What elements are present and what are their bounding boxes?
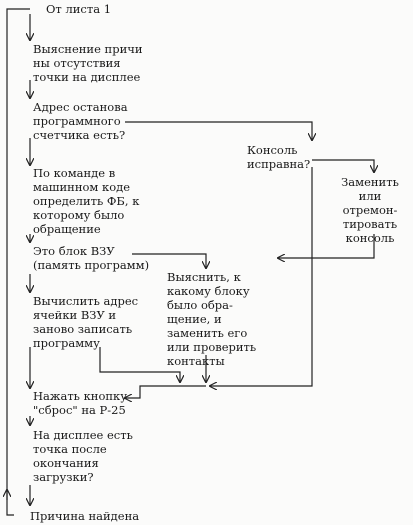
connector-console-down: [210, 167, 313, 386]
end-label: Причина найдена: [30, 509, 140, 523]
connector-join-step6: [125, 385, 206, 398]
node-find-cause: Выяснение причи ны отсутствия точки на д…: [33, 42, 143, 84]
start-label: От листа 1: [46, 2, 112, 16]
node-press-reset: Нажать кнопку "сброс" на Р-25: [33, 389, 127, 417]
connector-step2-console: [125, 121, 312, 140]
connector-replace-return: [278, 234, 375, 258]
node-display-check: На дисплее есть точка после окончания за…: [33, 428, 133, 484]
node-address-check: Адрес останова программного счетчика ест…: [33, 100, 128, 142]
node-console-ok: Консоль исправна?: [247, 143, 311, 171]
loop-back-connector: [6, 8, 30, 516]
connector-console-replace: [312, 159, 374, 172]
node-compute-address: Вычислить адрес ячейки ВЗУ и заново запи…: [33, 294, 139, 350]
node-vzu-check: Это блок ВЗУ (память программ): [33, 244, 150, 272]
connector-step4-findblock: [132, 253, 206, 268]
node-find-block: Выяснить, к какому блоку было обра- щени…: [167, 270, 257, 368]
node-replace-console: Заменить или отремон- тировать консоль: [341, 175, 399, 245]
connector-step5-join: [99, 347, 180, 382]
node-determine-fb: По команде в машинном коде определить ФБ…: [33, 166, 140, 236]
